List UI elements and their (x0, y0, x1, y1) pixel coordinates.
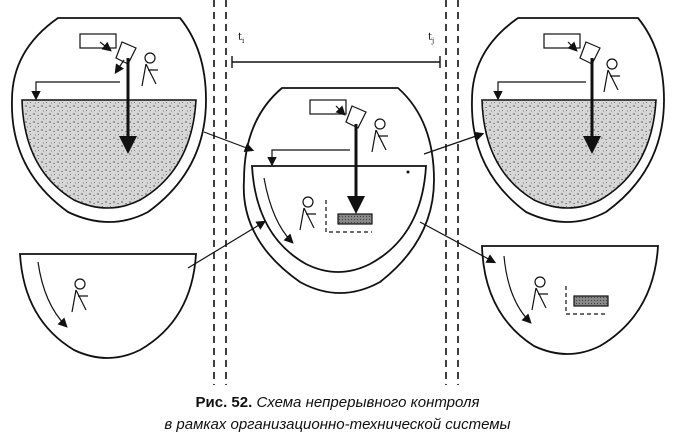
control-device (543, 33, 581, 49)
system-top-left (11, 17, 207, 223)
status-indicator (573, 295, 609, 307)
system-top-right (471, 17, 665, 223)
status-indicator (337, 213, 373, 225)
document-icon (115, 41, 137, 65)
operator-icon (374, 118, 386, 130)
time-boundary-left (213, 0, 227, 385)
time-boundary-right (445, 0, 459, 385)
operator-icon (606, 58, 618, 70)
operator-icon (144, 52, 156, 64)
time-end-label: tj (428, 32, 434, 45)
operator-icon (74, 278, 86, 290)
caption-line-1: Схема непрерывного контроля (256, 394, 480, 411)
transition-arrows (187, 131, 497, 269)
subsystem-bottom-left (19, 253, 197, 359)
caption-line-2: в рамках организационно-технической сист… (164, 416, 511, 433)
control-device (309, 99, 347, 115)
document-icon (579, 41, 601, 65)
control-device (79, 33, 117, 49)
figure-caption: Рис. 52. Схема непрерывного контроля в р… (0, 392, 675, 436)
time-axis: ti tj (231, 32, 441, 68)
operator-icon (534, 276, 546, 288)
document-icon (345, 105, 367, 129)
figure-number: Рис. 52. (195, 394, 253, 411)
time-start-label: ti (238, 32, 245, 45)
operator-icon (302, 196, 314, 208)
system-center (242, 87, 435, 294)
subsystem-bottom-right (481, 245, 659, 355)
control-diagram: ti tj (11, 0, 665, 385)
